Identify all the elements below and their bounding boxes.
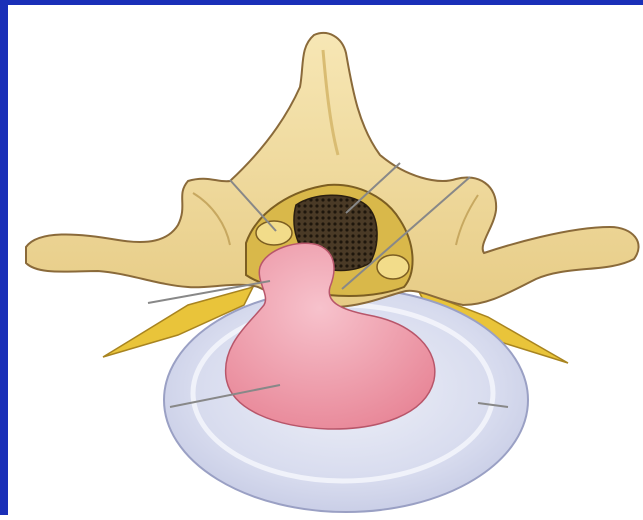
nerve-root-left <box>256 221 292 245</box>
vertebra-illustration <box>8 5 643 520</box>
nerve-root-right <box>377 255 409 279</box>
